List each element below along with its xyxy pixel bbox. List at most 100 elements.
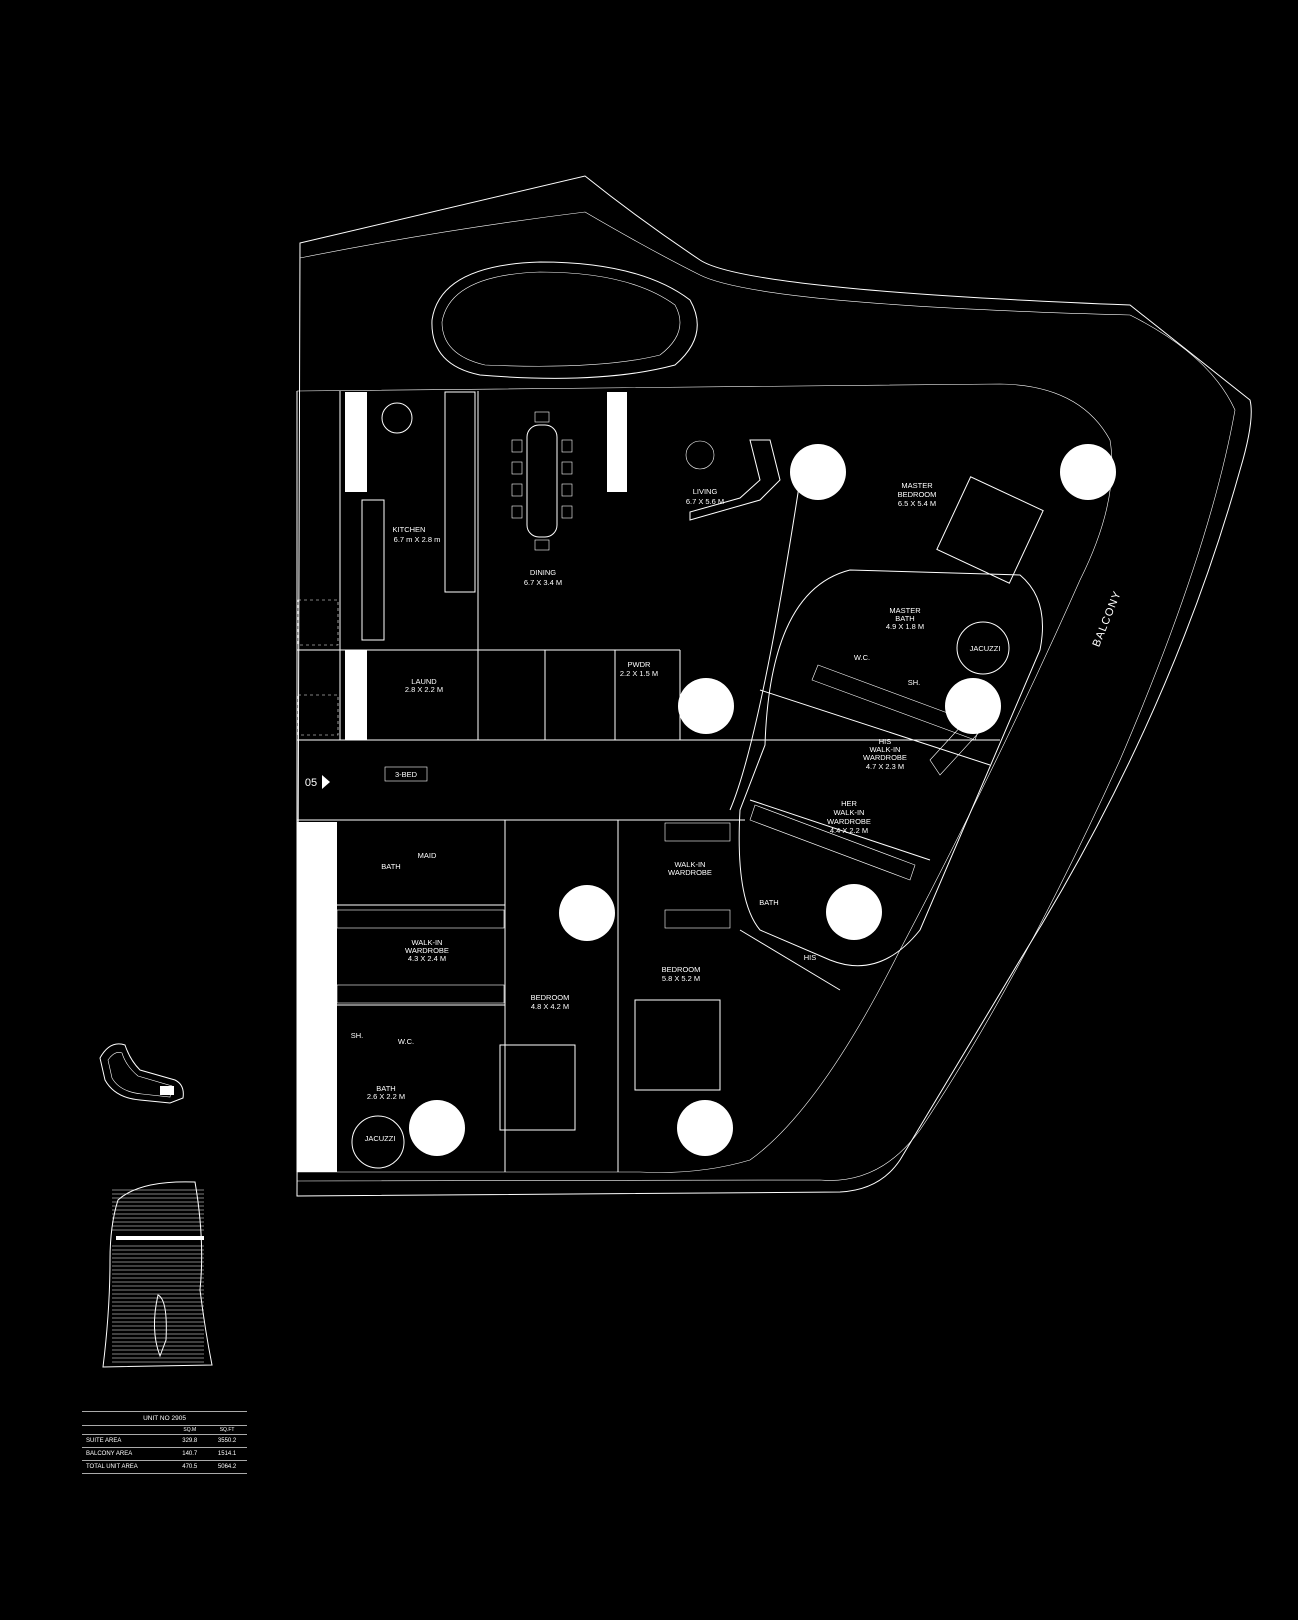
bedroom-1-size: 4.8 X 4.2 M <box>531 1002 569 1011</box>
walkin-wardrobe-1-size: 4.3 X 2.4 M <box>408 954 446 963</box>
row-label: TOTAL UNIT AREA <box>82 1460 173 1474</box>
row-label: BALCONY AREA <box>82 1447 173 1461</box>
bedroom-1-bed <box>499 1044 576 1131</box>
pool-inner <box>441 271 681 367</box>
dining-table <box>526 424 558 538</box>
entry-arrow-icon <box>322 775 330 789</box>
laund-label: LAUND <box>411 677 437 686</box>
unit-type-label: 3-BED <box>395 770 418 779</box>
dining-label: DINING <box>530 568 556 577</box>
master-sh-label: SH. <box>908 678 921 687</box>
hatch-area <box>297 599 339 646</box>
her-wardrobe-label-3: WARDROBE <box>827 817 871 826</box>
jacuzzi-label: JACUZZI <box>970 644 1001 653</box>
jacuzzi-master <box>956 621 1010 675</box>
her-wardrobe-label-2: WALK-IN <box>834 808 865 817</box>
spot <box>677 1100 733 1156</box>
master-bath-size: 4.9 X 1.8 M <box>886 622 924 631</box>
master-suite-wall <box>738 569 1043 967</box>
living-sofa <box>689 439 781 521</box>
table-row: SUITE AREA 329.8 3550.2 <box>82 1434 247 1448</box>
row-sqft: 3550.2 <box>207 1434 247 1448</box>
his-small-label: HIS <box>804 953 817 962</box>
row-sqm: 140.7 <box>172 1447 208 1461</box>
kitchen-label: KITCHEN <box>393 525 426 534</box>
tower-elevation <box>102 1181 213 1368</box>
his-wardrobe-label: HIS <box>879 737 892 746</box>
bath-2-size: 2.6 X 2.2 M <box>367 1092 405 1101</box>
wardrobe-racks <box>336 664 996 1004</box>
key-plan-floor-inner <box>107 1052 173 1098</box>
bedroom-2-size: 5.8 X 5.2 M <box>662 974 700 983</box>
pwdr-label: PWDR <box>628 660 651 669</box>
living-size: 6.7 X 5.6 M <box>686 497 724 506</box>
his-wardrobe-size: 4.7 X 2.3 M <box>866 762 904 771</box>
balcony-inner-outline <box>296 211 1236 1182</box>
bedroom-2-label: BEDROOM <box>662 965 701 974</box>
kitchen-size: 6.7 m X 2.8 m <box>394 535 441 544</box>
bedroom-2-bed <box>634 999 721 1091</box>
round-table <box>381 402 413 434</box>
key-plan-floor <box>99 1043 184 1104</box>
spot <box>678 678 734 734</box>
tower-floor-lines <box>112 1189 204 1363</box>
hatch-area <box>297 694 339 736</box>
row-sqm: 329.8 <box>172 1434 208 1448</box>
unit-number: UNIT NO 2905 <box>82 1411 247 1426</box>
row-sqft: 1514.1 <box>207 1447 247 1461</box>
maid-bath-label: BATH <box>381 862 400 871</box>
bath-2-wc-label: W.C. <box>398 1037 414 1046</box>
wall-block <box>607 392 627 492</box>
unit-tag: 05 <box>305 777 317 789</box>
master-bedroom-label: MASTER <box>901 481 933 490</box>
slab-edge <box>296 383 1113 1173</box>
table-row: BALCONY AREA 140.7 1514.1 <box>82 1447 247 1461</box>
spot <box>1060 444 1116 500</box>
living-label: LIVING <box>693 487 718 496</box>
table-row: TOTAL UNIT AREA 470.5 5064.2 <box>82 1460 247 1474</box>
bath-3-label: BATH <box>759 898 778 907</box>
walkin-wardrobe-2-label-2: WARDROBE <box>668 868 712 877</box>
wall-block <box>297 822 337 1172</box>
dining-chairs <box>511 411 573 551</box>
table-title-row: UNIT NO 2905 <box>82 1411 247 1426</box>
spot <box>826 884 882 940</box>
jacuzzi-2-label: JACUZZI <box>365 1134 396 1143</box>
pwdr-size: 2.2 X 1.5 M <box>620 669 658 678</box>
wall-block <box>345 650 367 740</box>
walkin-wardrobe-1-label: WALK-IN <box>412 938 443 947</box>
pool <box>431 261 698 379</box>
master-bedroom-size: 6.5 X 5.4 M <box>898 499 936 508</box>
interior-walls <box>296 391 1000 1172</box>
kitchen-island <box>361 499 385 641</box>
row-label: SUITE AREA <box>82 1434 173 1448</box>
master-bedroom-label-2: BEDROOM <box>898 490 937 499</box>
bath-2-label: BATH <box>376 1084 395 1093</box>
bedroom-1-label: BEDROOM <box>531 993 570 1002</box>
walkin-wardrobe-1-label-2: WARDROBE <box>405 946 449 955</box>
master-bath-label-2: BATH <box>895 614 914 623</box>
dining-size: 6.7 X 3.4 M <box>524 578 562 587</box>
her-wardrobe-size: 4.4 X 2.2 M <box>830 826 868 835</box>
laund-size: 2.8 X 2.2 M <box>405 685 443 694</box>
her-wardrobe-label: HER <box>841 799 857 808</box>
his-wardrobe-label-2: WALK-IN <box>870 745 901 754</box>
walkin-wardrobe-2-label: WALK-IN <box>675 860 706 869</box>
unit-type-badge <box>384 766 428 782</box>
balcony-outline <box>296 175 1252 1197</box>
balcony-label: BALCONY <box>1090 589 1123 649</box>
bath-2-sh-label: SH. <box>351 1031 364 1040</box>
spot <box>559 885 615 941</box>
spot <box>790 444 846 500</box>
area-schedule-table: UNIT NO 2905 SQ.M SQ.FT SUITE AREA 329.8… <box>82 1411 247 1474</box>
jacuzzi-bath-2 <box>351 1115 405 1169</box>
spot <box>409 1100 465 1156</box>
white-spots <box>409 444 1116 1156</box>
row-sqft: 5064.2 <box>207 1460 247 1474</box>
table-unit-row: SQ.M SQ.FT <box>82 1425 247 1435</box>
row-sqm: 470.5 <box>172 1460 208 1474</box>
master-wc-label: W.C. <box>854 653 870 662</box>
maid-label: MAID <box>418 851 437 860</box>
wall-block <box>345 392 367 492</box>
